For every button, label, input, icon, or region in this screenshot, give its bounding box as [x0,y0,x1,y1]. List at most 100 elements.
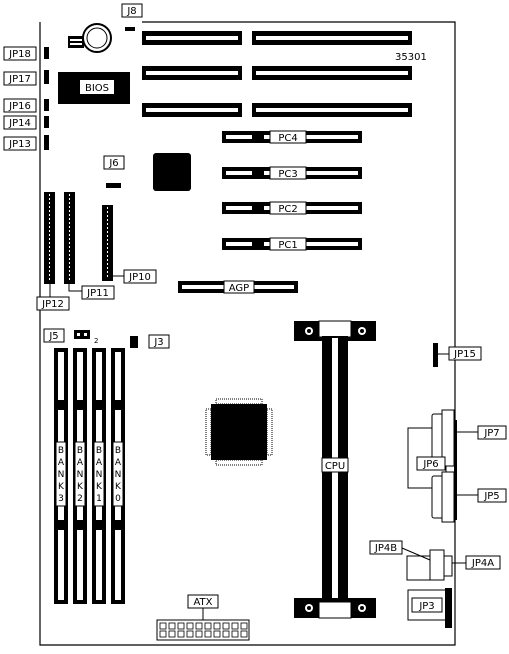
atx-pin [159,630,167,638]
chipset [153,153,191,191]
cpu-label: CPU [325,461,345,472]
cpu-slot: CPU [294,320,376,619]
bank-letter: K [96,482,103,492]
atx-pin [213,630,221,638]
jp11-header: JP11 [64,192,115,300]
pc1-label: PC1 [278,240,297,251]
atx-pin [159,622,167,630]
bank-letter: A [115,458,122,468]
jp14-jumper: JP14 [3,115,49,130]
bank-letter: A [77,458,84,468]
agp-slot: AGP [178,280,298,294]
atx-pin [231,622,239,630]
atx-pin [186,630,194,638]
j8-label: J8 [126,6,136,17]
jp16-jumper: JP16 [3,98,49,113]
atx-pin [195,622,203,630]
atx-pin [204,630,212,638]
bank-letter: N [96,470,103,480]
jp10-header: JP10 [102,205,157,284]
j5-pin-label: 2 [94,337,98,345]
bank-letter: B [96,446,102,456]
atx-pin [186,622,194,630]
bank-letter: K [115,482,122,492]
bank-letter: K [77,482,84,492]
bank-letter: K [58,482,65,492]
jp4-connectors: JP4B JP4A [369,540,501,581]
jp7-connector: JP7 [454,425,507,440]
jp14-label: JP14 [8,118,31,129]
jp18-label: JP18 [8,49,31,60]
jp16-label: JP16 [8,101,31,112]
atx-pin [222,622,230,630]
atx-pin [213,622,221,630]
jp4a-label: JP4A [471,558,494,569]
atx-pin [168,630,176,638]
pci-slots: PC4 PC3 PC2 PC1 [222,130,362,251]
board-id: 35301 [395,52,427,63]
jp15-jumper: JP15 [433,343,482,367]
jp10-label: JP10 [128,272,151,283]
atx-pin [222,630,230,638]
atx-label: ATX [193,597,212,608]
jp6-label: JP6 [422,459,438,470]
pc2-label: PC2 [278,204,297,215]
jp3-connector: JP3 [407,588,452,628]
jp13-label: JP13 [8,139,31,150]
pc4-label: PC4 [278,133,297,144]
j3-jumper: J3 [130,334,170,349]
io-connectors [407,409,457,523]
atx-pin [168,622,176,630]
atx-pin [240,622,248,630]
jp17-label: JP17 [8,74,31,85]
battery [68,23,112,53]
jp13-jumper: JP13 [3,135,49,151]
bank-letter: B [115,446,121,456]
bank-letter: 2 [77,494,83,504]
bank-letter: N [58,470,65,480]
pc3-label: PC3 [278,169,297,180]
atx-connector: ATX [156,594,250,641]
atx-pin [240,630,248,638]
atx-pin [177,622,185,630]
bios-label: BIOS [85,83,109,94]
jp5-connector: JP5 [454,488,507,503]
north-bridge-chip [205,398,273,466]
jp5-label: JP5 [483,491,499,502]
jp4b-label: JP4B [374,543,397,554]
j3-label: J3 [153,337,163,348]
bank-letter: A [58,458,65,468]
isa-slots [142,31,412,117]
bank-letter: A [96,458,103,468]
j5-label: J5 [48,331,58,342]
bank-letter: N [115,470,122,480]
j5-jumper: J5 2 [43,328,98,345]
atx-pin [195,630,203,638]
jp11-label: JP11 [86,288,109,299]
jp18-jumper: JP18 [3,46,49,61]
bank-letter: 0 [115,494,121,504]
atx-pin [231,630,239,638]
bank-letter: 1 [96,494,102,504]
j8-jumper: J8 [121,3,143,31]
jp12-header: JP12 [36,192,70,311]
jp3-label: JP3 [418,601,434,612]
board-outline [39,21,456,646]
bios-chip: BIOS [58,72,130,104]
jp15-label: JP15 [453,349,476,360]
j6-label: J6 [108,158,118,169]
j6-jumper: J6 [103,155,125,188]
bank-letter: B [58,446,64,456]
atx-pin [177,630,185,638]
atx-pin [204,622,212,630]
jp12-label: JP12 [41,299,64,310]
jp7-label: JP7 [483,428,499,439]
agp-label: AGP [229,283,249,294]
jp6-connector: JP6 [416,456,446,471]
